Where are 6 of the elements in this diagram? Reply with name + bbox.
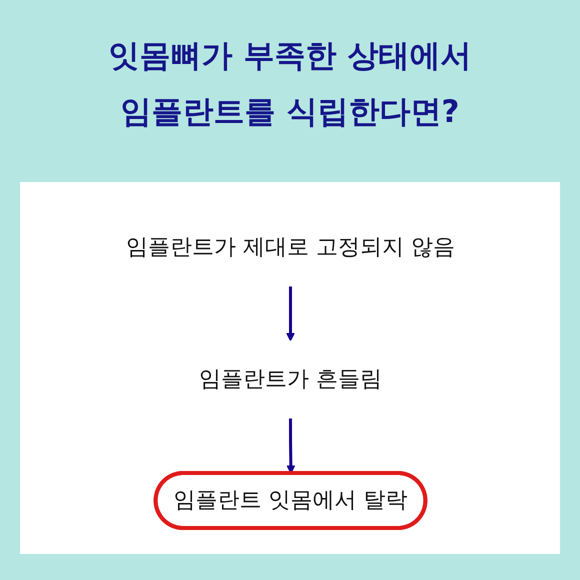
card-background: 임플란트가 제대로 고정되지 않음 임플란트가 흔들림 임플란트 잇몸에서 탈락 xyxy=(20,182,560,554)
heading: 잇몸뼈가 부족한 상태에서 임플란트를 식립한다면? xyxy=(108,37,472,132)
arrow xyxy=(286,286,294,341)
node-text: 임플란트가 제대로 고정되지 않음 xyxy=(126,234,454,260)
arrow xyxy=(286,418,295,474)
node-text: 임플란트가 흔들림 xyxy=(198,366,382,392)
